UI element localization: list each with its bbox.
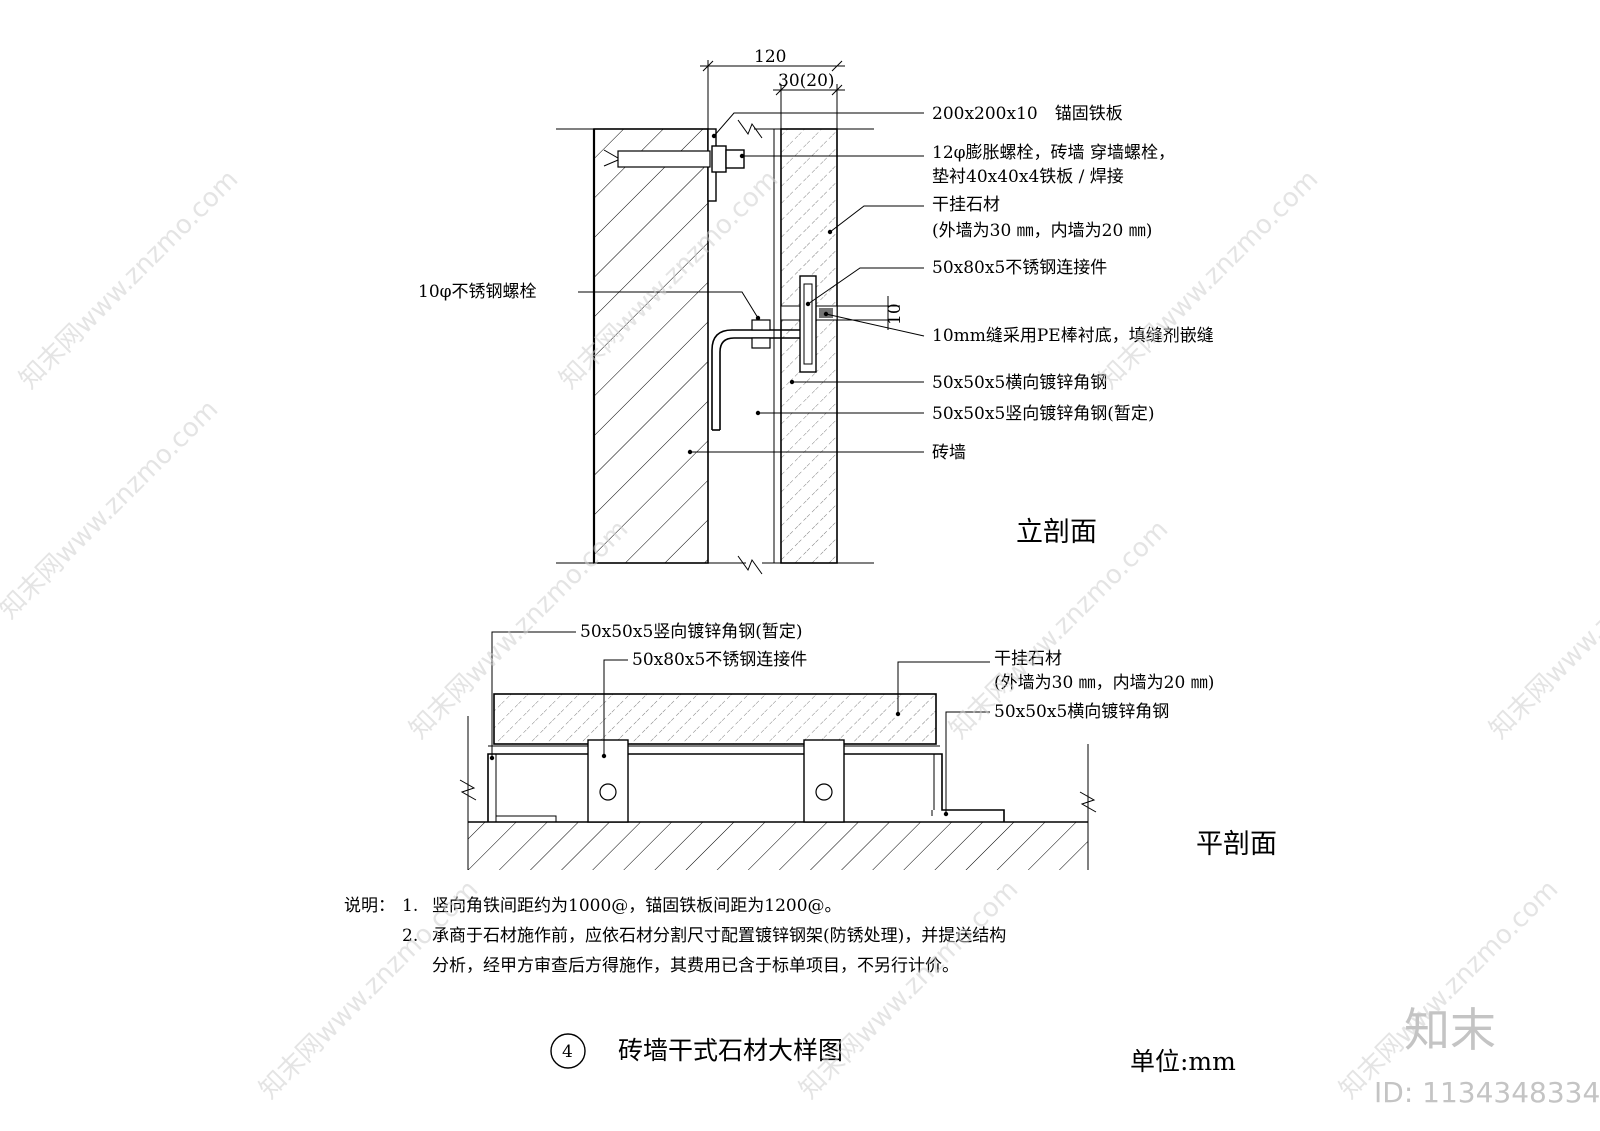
watermark-text: 知末网www.znzmo.com [1484, 514, 1600, 745]
plan-break-left [459, 779, 477, 801]
plan-label-h-angle: 50x50x5横向镀锌角钢 [994, 702, 1169, 722]
plan-angle-base-left [496, 815, 557, 822]
ss-bolt-nut [751, 337, 771, 349]
note-2-line1: 承商于石材施作前，应依石材分割尺寸配置镀锌钢架(防锈处理)，并提送结构 [432, 926, 1006, 946]
plan-bolt-left [599, 783, 617, 801]
label-h-angle: 50x50x5横向镀锌角钢 [932, 373, 1107, 393]
plan-bolt-right [815, 783, 833, 801]
plan-label-v-angle: 50x50x5竖向镀锌角钢(暂定) [580, 622, 803, 642]
plan-horizontal-angle [487, 753, 1005, 822]
break-mark-top [737, 119, 763, 139]
plan-connector-left [587, 739, 629, 823]
label-anchor-plate: 200x200x10 锚固铁板 [932, 104, 1123, 124]
dim-joint-text: 10 [885, 303, 905, 325]
watermark-text: 知末网www.znzmo.com [14, 164, 245, 395]
dim-tick-2 [831, 60, 843, 72]
plan-connector-right [803, 739, 845, 823]
label-brick: 砖墙 [932, 443, 966, 463]
detail-title: 砖墙干式石材大样图 [618, 1036, 843, 1065]
notes-prefix: 说明： [344, 896, 395, 916]
plan-break-right [1079, 791, 1097, 813]
watermark-text: 知末网www.znzmo.com [0, 394, 224, 625]
label-bolt-line2: 垫衬40x40x4铁板 / 焊接 [932, 167, 1124, 187]
label-stone-line1: 干挂石材 [932, 195, 1000, 215]
notes: 说明： 1. 竖向角铁间距约为1000@，锚固铁板间距为1200@。 2. 承商… [344, 896, 1006, 976]
plan-label-stone-line2: (外墙为30 ㎜，内墙为20 ㎜) [994, 673, 1214, 693]
horizontal-angle [711, 329, 800, 430]
label-connector: 50x80x5不锈钢连接件 [932, 258, 1107, 278]
label-stone-line2: (外墙为30 ㎜，内墙为20 ㎜) [932, 221, 1152, 241]
dim-stone-text: 30(20) [778, 71, 835, 91]
plan-leaders [489, 631, 990, 817]
note-1-number: 1. [402, 896, 418, 916]
plan-title: 平剖面 [1196, 829, 1277, 860]
bolt-nut [711, 145, 727, 173]
elevation-section: 120 30(20) 10 200x2 [418, 47, 1214, 575]
plan-brick-wall [468, 822, 1088, 870]
elevation-leaders [578, 112, 925, 455]
elevation-title: 立剖面 [1016, 517, 1097, 548]
ss-bolt-head [751, 319, 771, 331]
watermark-text: 知末网www.znzmo.com [1094, 164, 1325, 395]
label-v-angle: 50x50x5竖向镀锌角钢(暂定) [932, 404, 1155, 424]
watermark-text: 知末网www.znzmo.com [1334, 874, 1565, 1105]
break-mark-bottom [737, 555, 763, 575]
dim-total-text: 120 [754, 47, 786, 67]
detail-number-circle [550, 1033, 586, 1069]
ss-connector [799, 275, 817, 373]
dim-tick-1 [702, 60, 714, 72]
footer: 4 砖墙干式石材大样图 单位:mm [550, 1033, 1236, 1076]
ss-connector-inner [803, 283, 813, 365]
label-ss-bolt: 10φ不锈钢螺栓 [418, 282, 537, 302]
plan-section: 50x50x5竖向镀锌角钢(暂定) 50x80x5不锈钢连接件 干挂石材 (外墙… [459, 622, 1277, 870]
unit-label: 单位:mm [1130, 1047, 1236, 1076]
brand-id: ID: 1134348334 [1374, 1076, 1600, 1109]
label-bolt-line1: 12φ膨胀螺栓，砖墙 穿墙螺栓， [932, 143, 1175, 163]
note-2-line2: 分析，经甲方审查后方得施作，其费用已含于标单项目，不另行计价。 [432, 956, 959, 976]
dim-tick-4 [831, 84, 843, 96]
dim-tick-3 [775, 84, 787, 96]
plan-label-stone-line1: 干挂石材 [994, 649, 1062, 669]
plan-label-connector: 50x80x5不锈钢连接件 [632, 650, 807, 670]
horizontal-angle-inner [719, 337, 800, 430]
plan-stone-panel [493, 693, 937, 745]
note-2-number: 2. [402, 926, 418, 946]
brand-logo: 知末 [1404, 1003, 1496, 1057]
bolt-shank [617, 150, 711, 168]
label-joint: 10mm缝采用PE棒衬底，填缝剂嵌缝 [932, 326, 1214, 346]
detail-number: 4 [562, 1042, 573, 1062]
note-1: 竖向角铁间距约为1000@，锚固铁板间距为1200@。 [432, 896, 842, 916]
bolt-nut-2 [725, 149, 745, 169]
brick-wall [593, 128, 709, 564]
